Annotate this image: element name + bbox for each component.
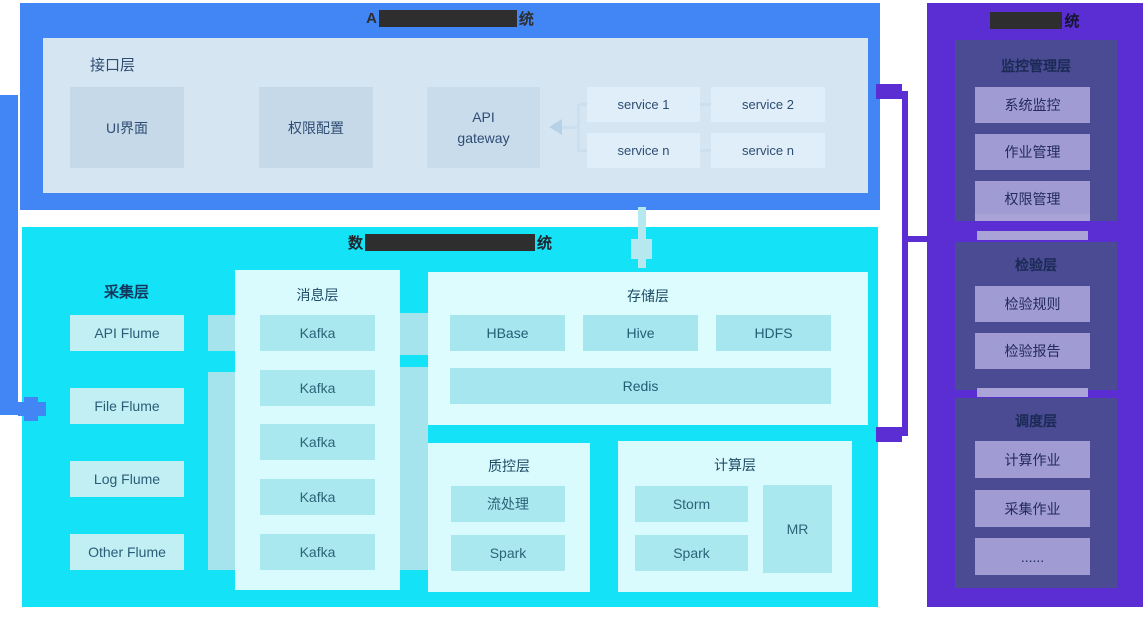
permission-management-box: 权限管理 (975, 181, 1090, 217)
quality-spark-box: Spark (451, 535, 565, 571)
check-rule-box: 检验规则 (975, 286, 1090, 322)
message-storage-pipe-segment (400, 313, 428, 355)
left-connector-plug-bump (24, 397, 38, 421)
log-flume-box: Log Flume (70, 461, 184, 497)
message-layer-label: 消息层 (296, 287, 339, 303)
ops-system-title-suffix: 统 (1064, 12, 1080, 30)
mr-box: MR (763, 485, 832, 573)
hbase-box: HBase (450, 315, 565, 351)
api-gateway-box: API gateway (427, 87, 540, 168)
collect-job-box: 采集作业 (975, 490, 1090, 527)
right-connector-line (902, 91, 908, 436)
service-bracket-line (577, 104, 580, 152)
hive-box: Hive (583, 315, 698, 351)
api-system-title-prefix: A (366, 9, 377, 27)
kafka-box: Kafka (260, 315, 375, 351)
service-n-box: service n (587, 133, 700, 168)
gateway-arrow-icon (549, 119, 562, 135)
schedule-layer-label: 调度层 (1015, 413, 1057, 429)
ui-box: UI界面 (70, 87, 184, 168)
panel-junction-bar (975, 214, 1090, 221)
compute-job-box: 计算作业 (975, 441, 1090, 478)
permission-config-box: 权限配置 (259, 87, 373, 168)
data-system-title: 数 统 (310, 232, 590, 252)
api-system-title-suffix: 统 (518, 10, 534, 28)
redacted-title-bar (990, 11, 1063, 29)
panel-junction-bar (977, 388, 1088, 397)
redacted-title-bar (378, 9, 517, 27)
ops-system-title: 统 (957, 10, 1113, 30)
data-system-title-prefix: 数 (347, 234, 363, 252)
panel-junction-bar (977, 231, 1088, 240)
api-data-connector-line (638, 207, 646, 268)
data-system-title-suffix: 统 (537, 234, 553, 252)
compute-spark-box: Spark (635, 535, 748, 571)
kafka-box: Kafka (260, 479, 375, 515)
right-connector-top-plug (876, 84, 902, 99)
service-row2-link-line (700, 149, 711, 152)
message-storage-pipe-segment (400, 367, 428, 570)
api-gateway-label: API gateway (457, 108, 510, 146)
job-management-box: 作业管理 (975, 134, 1090, 170)
file-flume-box: File Flume (70, 388, 184, 424)
check-report-box: 检验报告 (975, 333, 1090, 369)
stream-processing-box: 流处理 (451, 486, 565, 522)
interface-layer-label: 接口层 (90, 57, 136, 74)
storm-box: Storm (635, 486, 748, 522)
service-2-box: service 2 (711, 87, 825, 122)
api-system-title: A 统 (320, 8, 580, 28)
collect-message-pipe-segment (208, 372, 238, 570)
monitor-layer-label: 监控管理层 (1001, 58, 1071, 74)
collect-message-pipe-segment (208, 315, 238, 351)
service-row1-link-line (700, 103, 711, 106)
redacted-title-bar (365, 233, 535, 251)
service-n2-box: service n (711, 133, 825, 168)
check-layer-label: 检验层 (1015, 257, 1057, 273)
service-bracket-stub-bottom (580, 149, 587, 152)
kafka-box: Kafka (260, 424, 375, 460)
service-bracket-stub-top (580, 103, 587, 106)
left-connector-line (0, 95, 18, 415)
compute-layer-label: 计算层 (714, 457, 756, 473)
hdfs-box: HDFS (716, 315, 831, 351)
right-connector-branch (908, 236, 927, 242)
more-jobs-box: ...... (975, 538, 1090, 575)
right-connector-bottom-plug (876, 427, 902, 442)
system-monitor-box: 系统监控 (975, 87, 1090, 123)
redis-box: Redis (450, 368, 831, 404)
other-flume-box: Other Flume (70, 534, 184, 570)
collect-layer-label: 采集层 (104, 284, 150, 301)
api-data-connector-plug (631, 239, 652, 259)
storage-layer-label: 存储层 (627, 288, 669, 304)
api-flume-box: API Flume (70, 315, 184, 351)
kafka-box: Kafka (260, 534, 375, 570)
service-1-box: service 1 (587, 87, 700, 122)
quality-layer-label: 质控层 (488, 458, 530, 474)
gateway-arrow-shaft (562, 126, 577, 129)
kafka-box: Kafka (260, 370, 375, 406)
